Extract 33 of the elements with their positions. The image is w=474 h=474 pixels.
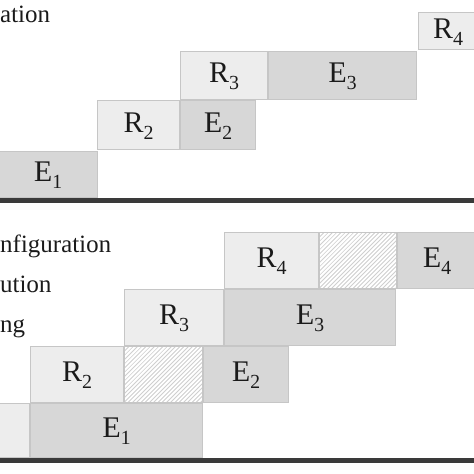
hatched-box [319,232,397,289]
task-label: R$_{2}$ [62,357,92,392]
task-label: R$_{3}$ [208,58,239,93]
task-box [268,51,417,100]
task-box [180,100,256,150]
task-label: E$_{4}$ [422,243,452,278]
row-label: nfiguration [0,232,112,257]
task-box [97,100,180,150]
task-label: E$_{2}$ [204,108,232,142]
row-label: ng [0,312,25,337]
task-label: E$_{1}$ [102,413,131,448]
empty-box [0,403,30,458]
task-box [0,151,98,198]
task-box [30,403,203,458]
task-box [397,232,474,289]
task-label: R$_{4}$ [432,14,463,48]
task-label: E$_{1}$ [34,157,62,192]
task-label: E$_{3}$ [328,58,357,93]
row-label: ation [0,2,50,27]
task-label: R$_{4}$ [256,243,286,278]
task-box [418,12,474,50]
task-box [180,51,268,100]
hatched-box [124,346,203,403]
task-label: R$_{3}$ [158,300,189,335]
task-box [124,289,224,346]
task-box [224,232,319,289]
task-box [30,346,124,403]
task-label: E$_{3}$ [296,300,324,335]
task-box [224,289,396,346]
task-label: R$_{2}$ [123,108,154,142]
task-label: E$_{2}$ [232,357,260,392]
task-box [203,346,289,403]
row-label: ution [0,272,52,297]
